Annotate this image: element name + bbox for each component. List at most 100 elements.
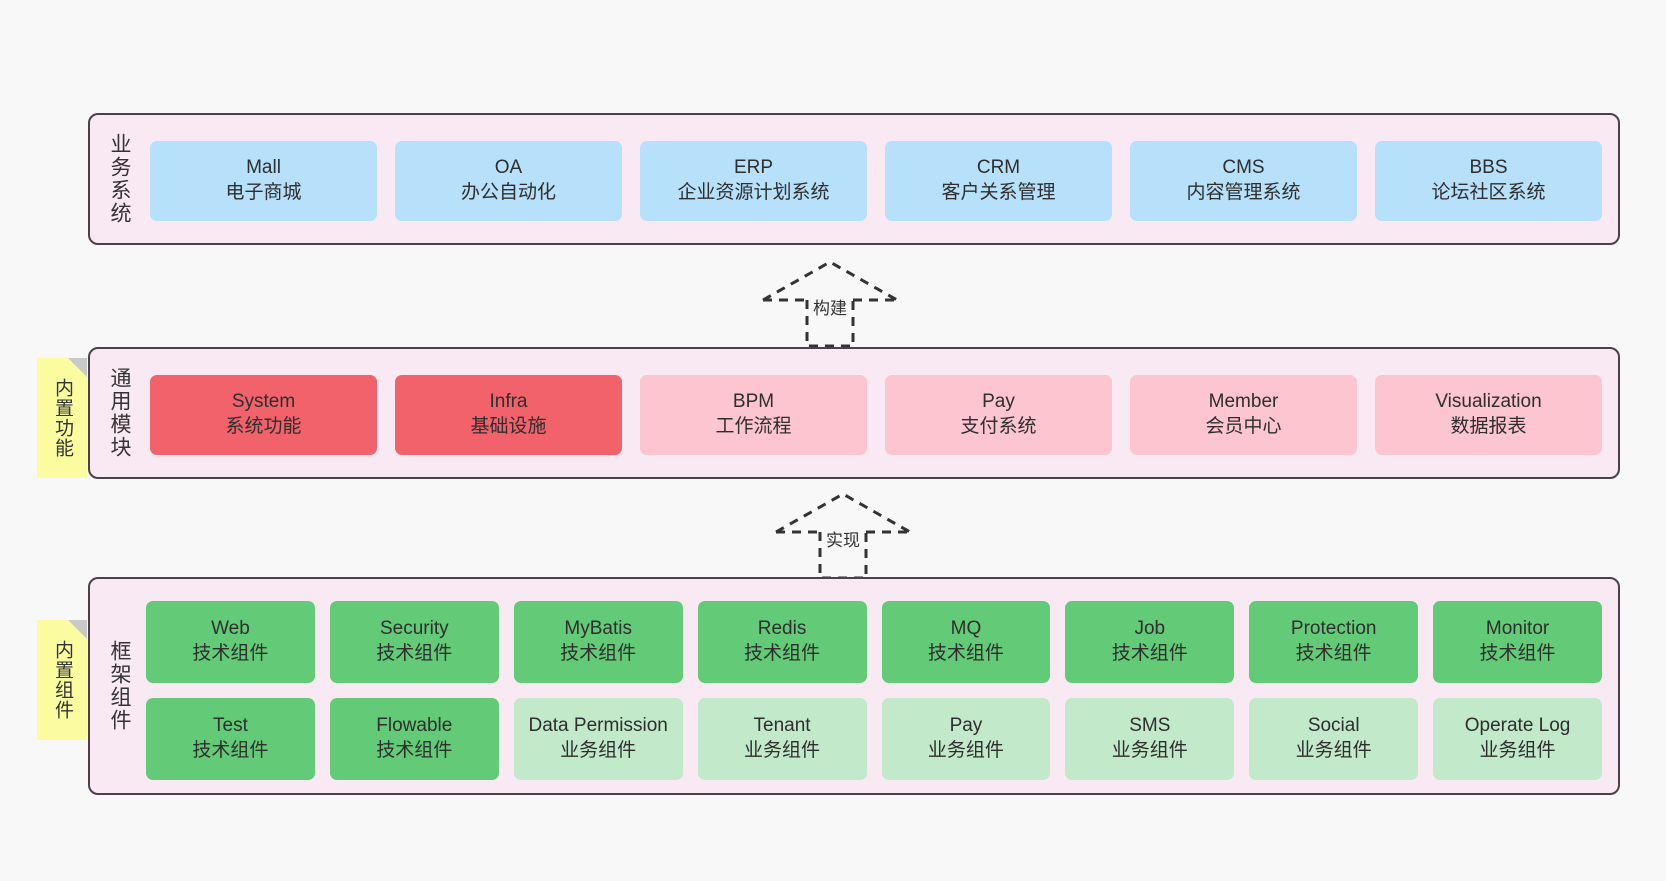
node-crm-cn: 客户关系管理 <box>941 182 1056 203</box>
node-bbs-cn: 论坛社区系统 <box>1431 182 1546 203</box>
node-redis[interactable]: Redis 技术组件 <box>697 601 867 683</box>
node-mybatis-cn: 技术组件 <box>560 643 637 664</box>
note-fold-icon <box>68 358 87 377</box>
node-flowable-cn: 技术组件 <box>376 740 453 761</box>
node-oa-en: OA <box>494 157 523 179</box>
node-sms[interactable]: SMS 业务组件 <box>1065 698 1235 780</box>
node-cms-en: CMS <box>1222 157 1265 179</box>
node-system-cn: 系统功能 <box>225 416 302 437</box>
arrow-realize: 实现 <box>768 490 928 582</box>
node-bpm[interactable]: BPM 工作流程 <box>640 375 867 455</box>
node-pay-module[interactable]: Pay 支付系统 <box>885 375 1112 455</box>
node-tenant[interactable]: Tenant 业务组件 <box>697 698 867 780</box>
node-flowable[interactable]: Flowable 技术组件 <box>329 698 499 780</box>
node-mall[interactable]: Mall 电子商城 <box>150 141 377 221</box>
node-pay-component[interactable]: Pay 业务组件 <box>881 698 1051 780</box>
node-test-cn: 技术组件 <box>192 740 269 761</box>
node-social-en: Social <box>1307 715 1360 737</box>
node-mybatis[interactable]: MyBatis 技术组件 <box>513 601 683 683</box>
node-oa-cn: 办公自动化 <box>460 182 556 203</box>
node-system-en: System <box>231 391 296 413</box>
note-fold-icon <box>68 620 87 639</box>
node-infra-en: Infra <box>489 391 528 413</box>
layer-common-module: 通用模块 System 系统功能 Infra 基础设施 BPM 工作流程 Pay… <box>88 347 1620 479</box>
node-pay-component-cn: 业务组件 <box>927 740 1004 761</box>
node-data-permission[interactable]: Data Permission 业务组件 <box>513 698 683 780</box>
node-protection-en: Protection <box>1290 618 1377 640</box>
node-system[interactable]: System 系统功能 <box>150 375 377 455</box>
node-security[interactable]: Security 技术组件 <box>329 601 499 683</box>
node-protection[interactable]: Protection 技术组件 <box>1249 601 1419 683</box>
node-member-cn: 会员中心 <box>1205 416 1282 437</box>
sticky-note-builtin-function-label: 内置功能 <box>51 378 73 458</box>
node-mq-cn: 技术组件 <box>927 643 1004 664</box>
node-operate-log[interactable]: Operate Log 业务组件 <box>1433 698 1602 780</box>
node-member[interactable]: Member 会员中心 <box>1130 375 1357 455</box>
node-bpm-cn: 工作流程 <box>715 416 792 437</box>
node-cms[interactable]: CMS 内容管理系统 <box>1130 141 1357 221</box>
layer-title-business-system: 业务系统 <box>108 133 132 225</box>
node-member-en: Member <box>1208 391 1279 413</box>
node-erp[interactable]: ERP 企业资源计划系统 <box>640 141 867 221</box>
node-mall-en: Mall <box>246 157 281 179</box>
arrow-build: 构建 <box>755 258 915 350</box>
node-bbs[interactable]: BBS 论坛社区系统 <box>1375 141 1602 221</box>
node-social[interactable]: Social 业务组件 <box>1249 698 1419 780</box>
node-security-en: Security <box>379 618 449 640</box>
arrow-build-head <box>762 260 898 302</box>
node-test[interactable]: Test 技术组件 <box>146 698 315 780</box>
node-bbs-en: BBS <box>1469 157 1508 179</box>
node-job-en: Job <box>1134 618 1166 640</box>
node-sms-cn: 业务组件 <box>1111 740 1188 761</box>
node-mybatis-en: MyBatis <box>564 618 632 640</box>
node-monitor-en: Monitor <box>1485 618 1550 640</box>
node-redis-en: Redis <box>757 618 807 640</box>
node-job[interactable]: Job 技术组件 <box>1065 601 1235 683</box>
sticky-note-builtin-component-label: 内置组件 <box>51 640 73 720</box>
node-operate-log-en: Operate Log <box>1464 715 1571 737</box>
node-flowable-en: Flowable <box>376 715 453 737</box>
node-tenant-en: Tenant <box>753 715 811 737</box>
node-redis-cn: 技术组件 <box>744 643 821 664</box>
node-erp-en: ERP <box>733 157 774 179</box>
layer-framework-component: 框架组件 Web 技术组件 Security 技术组件 MyBatis 技术组件… <box>88 577 1620 795</box>
node-infra-cn: 基础设施 <box>470 416 547 437</box>
node-visualization[interactable]: Visualization 数据报表 <box>1375 375 1602 455</box>
node-social-cn: 业务组件 <box>1295 740 1372 761</box>
node-operate-log-cn: 业务组件 <box>1479 740 1556 761</box>
node-visualization-en: Visualization <box>1435 391 1542 413</box>
layer-title-framework-component: 框架组件 <box>108 640 132 732</box>
node-bpm-en: BPM <box>732 391 775 413</box>
node-sms-en: SMS <box>1129 715 1171 737</box>
layer-title-common-module: 通用模块 <box>108 367 132 459</box>
node-test-en: Test <box>213 715 248 737</box>
layer-row-common-module: System 系统功能 Infra 基础设施 BPM 工作流程 Pay 支付系统… <box>150 375 1602 455</box>
node-data-permission-en: Data Permission <box>528 715 668 737</box>
node-web-cn: 技术组件 <box>192 643 269 664</box>
layer-row-business-system: Mall 电子商城 OA 办公自动化 ERP 企业资源计划系统 CRM 客户关系… <box>150 141 1602 221</box>
node-monitor[interactable]: Monitor 技术组件 <box>1433 601 1602 683</box>
arrow-build-label: 构建 <box>813 299 847 318</box>
node-crm[interactable]: CRM 客户关系管理 <box>885 141 1112 221</box>
node-mq[interactable]: MQ 技术组件 <box>881 601 1051 683</box>
layer-row-framework-technical: Web 技术组件 Security 技术组件 MyBatis 技术组件 Redi… <box>146 601 1602 683</box>
node-protection-cn: 技术组件 <box>1295 643 1372 664</box>
node-erp-cn: 企业资源计划系统 <box>677 182 830 203</box>
layer-row-framework-business: Test 技术组件 Flowable 技术组件 Data Permission … <box>146 698 1602 780</box>
sticky-note-builtin-component: 内置组件 <box>37 620 87 740</box>
node-tenant-cn: 业务组件 <box>744 740 821 761</box>
node-job-cn: 技术组件 <box>1111 643 1188 664</box>
node-pay-component-en: Pay <box>949 715 983 737</box>
layer-business-system: 业务系统 Mall 电子商城 OA 办公自动化 ERP 企业资源计划系统 CRM… <box>88 113 1620 245</box>
node-oa[interactable]: OA 办公自动化 <box>395 141 622 221</box>
node-web-en: Web <box>211 618 250 640</box>
node-mq-en: MQ <box>950 618 982 640</box>
node-crm-en: CRM <box>976 157 1021 179</box>
node-pay-module-cn: 支付系统 <box>960 416 1037 437</box>
node-web[interactable]: Web 技术组件 <box>146 601 315 683</box>
node-infra[interactable]: Infra 基础设施 <box>395 375 622 455</box>
node-security-cn: 技术组件 <box>376 643 453 664</box>
arrow-realize-head <box>775 492 911 534</box>
node-monitor-cn: 技术组件 <box>1479 643 1556 664</box>
